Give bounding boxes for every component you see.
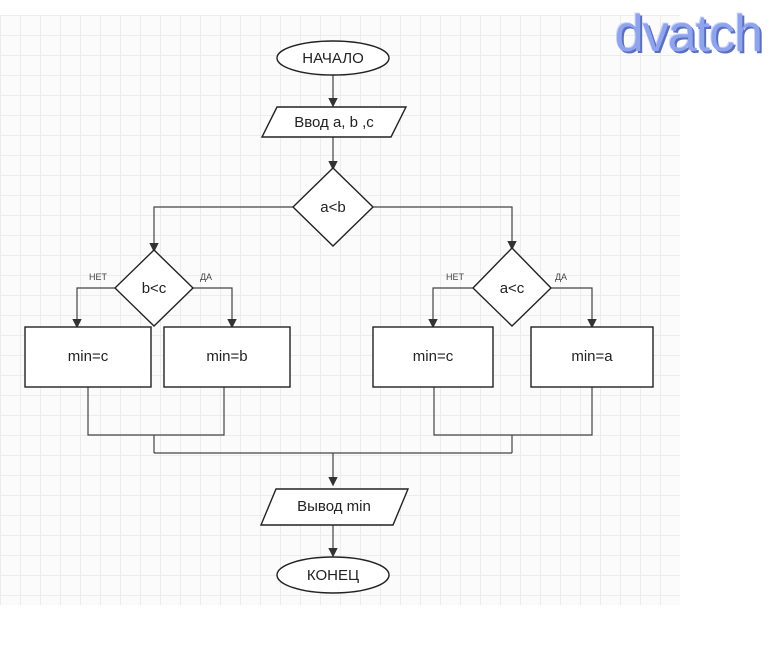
decision-left-yes-label: ДА [200, 272, 212, 282]
process-box-right-no [372, 326, 494, 388]
decision-right-diamond [472, 246, 552, 327]
process-box-left-no [24, 326, 152, 388]
connector-main-left [149, 206, 293, 253]
output-parallelogram [259, 488, 410, 526]
start-label: НАЧАЛО [302, 50, 364, 67]
connector-right-yes [551, 287, 597, 329]
decision-right-yes-label: ДА [555, 272, 567, 282]
output-label: Вывод min [297, 498, 371, 515]
process-box-right-yes [530, 326, 654, 388]
process-box-left-yes [163, 326, 291, 388]
end-label: КОНЕЦ [307, 567, 359, 584]
watermark-logo: dvatch [614, 5, 763, 63]
start-terminator [276, 40, 390, 76]
end-terminator [276, 556, 390, 594]
input-parallelogram [260, 106, 408, 138]
decision-right-no-label: НЕТ [446, 272, 465, 282]
decision-main-diamond [291, 167, 375, 247]
connector-right-no [428, 287, 473, 329]
input-label: Ввод a, b ,c [294, 114, 374, 131]
decision-left-diamond [113, 249, 195, 327]
process-left-no-label: min=c [68, 348, 109, 365]
connector-left-merge [87, 387, 225, 436]
connector-left-yes [193, 287, 237, 329]
decision-right-label: a<c [500, 280, 525, 297]
decision-left-label: b<c [142, 280, 167, 297]
process-right-no-label: min=c [413, 348, 454, 365]
process-right-yes-label: min=a [571, 348, 613, 365]
decision-main-label: a<b [320, 199, 345, 216]
decision-left-no-label: НЕТ [89, 272, 108, 282]
process-left-yes-label: min=b [206, 348, 247, 365]
connector-right-merge [433, 387, 593, 436]
connector-left-no [72, 287, 115, 329]
connector-main-right [373, 206, 517, 251]
